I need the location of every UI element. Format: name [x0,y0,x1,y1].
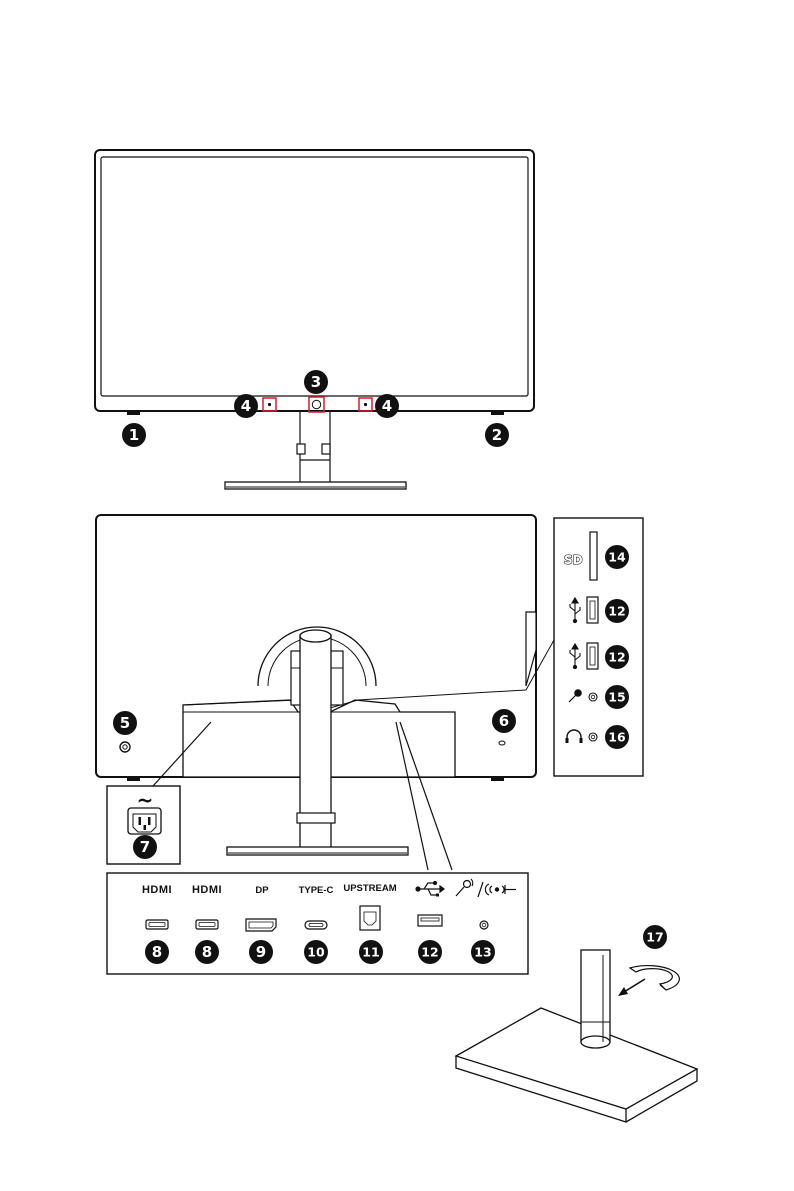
hdmi-1-label: HDMI [142,884,172,896]
callout-15: 15 [605,685,629,709]
callout-14-label: 14 [608,550,626,565]
callout-12-side-1-label: 12 [608,604,625,619]
cable-clip [297,813,335,823]
callout-15-label: 15 [608,690,625,705]
callout-12-rear-label: 12 [421,945,438,960]
callout-12-side-2-label: 12 [608,650,625,665]
callout-9: 9 [249,940,273,964]
left-sensor-icon [268,403,271,406]
dp-label: DP [255,885,269,896]
callout-2-label: 2 [492,426,502,444]
stand-detail [456,950,697,1122]
front-screen [101,157,528,396]
front-left-foot [127,411,140,415]
front-view [95,150,534,489]
callout-16: 16 [605,725,629,749]
callout-12-side-1: 12 [605,599,629,623]
upstream-label: UPSTREAM [343,883,396,894]
power-inlet-panel: ~ 7 [107,786,180,864]
callout-4-right-label: 4 [382,397,392,415]
rear-stand-base [227,847,408,855]
kensington-lock-icon [120,742,130,752]
callout-8-b-label: 8 [202,943,212,961]
callout-1: 1 [122,423,146,447]
callout-5: 5 [113,711,137,735]
rear-ports-panel: HDMI HDMI DP TYPE-C UPSTREAM [107,873,528,974]
removal-arrow [624,979,645,992]
callout-8-b: 8 [195,940,219,964]
callout-1-label: 1 [129,426,139,444]
side-ports-panel: SD 14 12 12 15 [554,518,643,776]
callout-12-rear: 12 [418,940,442,964]
callout-10-label: 10 [307,945,325,960]
callout-8-a: 8 [145,940,169,964]
callout-12-side-2: 12 [605,645,629,669]
callout-7-label: 7 [140,838,150,856]
callout-7: 7 [133,835,157,859]
hdmi-2-label: HDMI [192,884,222,896]
front-right-foot [491,411,504,415]
callout-6: 6 [492,709,516,733]
center-led-highlight [309,397,324,412]
callout-11: 11 [359,940,383,964]
power-led-icon [312,400,320,408]
callout-2: 2 [485,423,509,447]
sd-label: SD [564,553,583,567]
callout-13-label: 13 [474,945,491,960]
typec-label: TYPE-C [299,885,334,896]
callout-13: 13 [471,940,495,964]
callout-16-label: 16 [608,730,626,745]
callout-6-label: 6 [499,712,509,730]
callout-3: 3 [304,370,328,394]
callout-14: 14 [605,545,629,569]
callout-17: 17 [643,925,667,949]
callout-17-label: 17 [646,930,663,945]
callout-9-label: 9 [256,943,266,961]
stand-column [581,950,610,1042]
rear-right-foot [491,777,504,781]
callout-3-label: 3 [311,373,321,391]
rear-left-foot [127,777,140,781]
callout-4-right: 4 [375,394,399,418]
callout-4-left: 4 [234,394,258,418]
callout-10: 10 [304,940,328,964]
front-sensors [263,397,372,412]
stand-base-plate [456,1008,697,1109]
callout-4-left-label: 4 [241,397,251,415]
callout-5-label: 5 [120,714,130,732]
callout-11-label: 11 [362,945,379,960]
callout-8-a-label: 8 [152,943,162,961]
right-sensor-icon [364,403,367,406]
front-stand [225,411,406,489]
cable-clip-removed [630,966,679,990]
power-button-icon [499,741,505,745]
